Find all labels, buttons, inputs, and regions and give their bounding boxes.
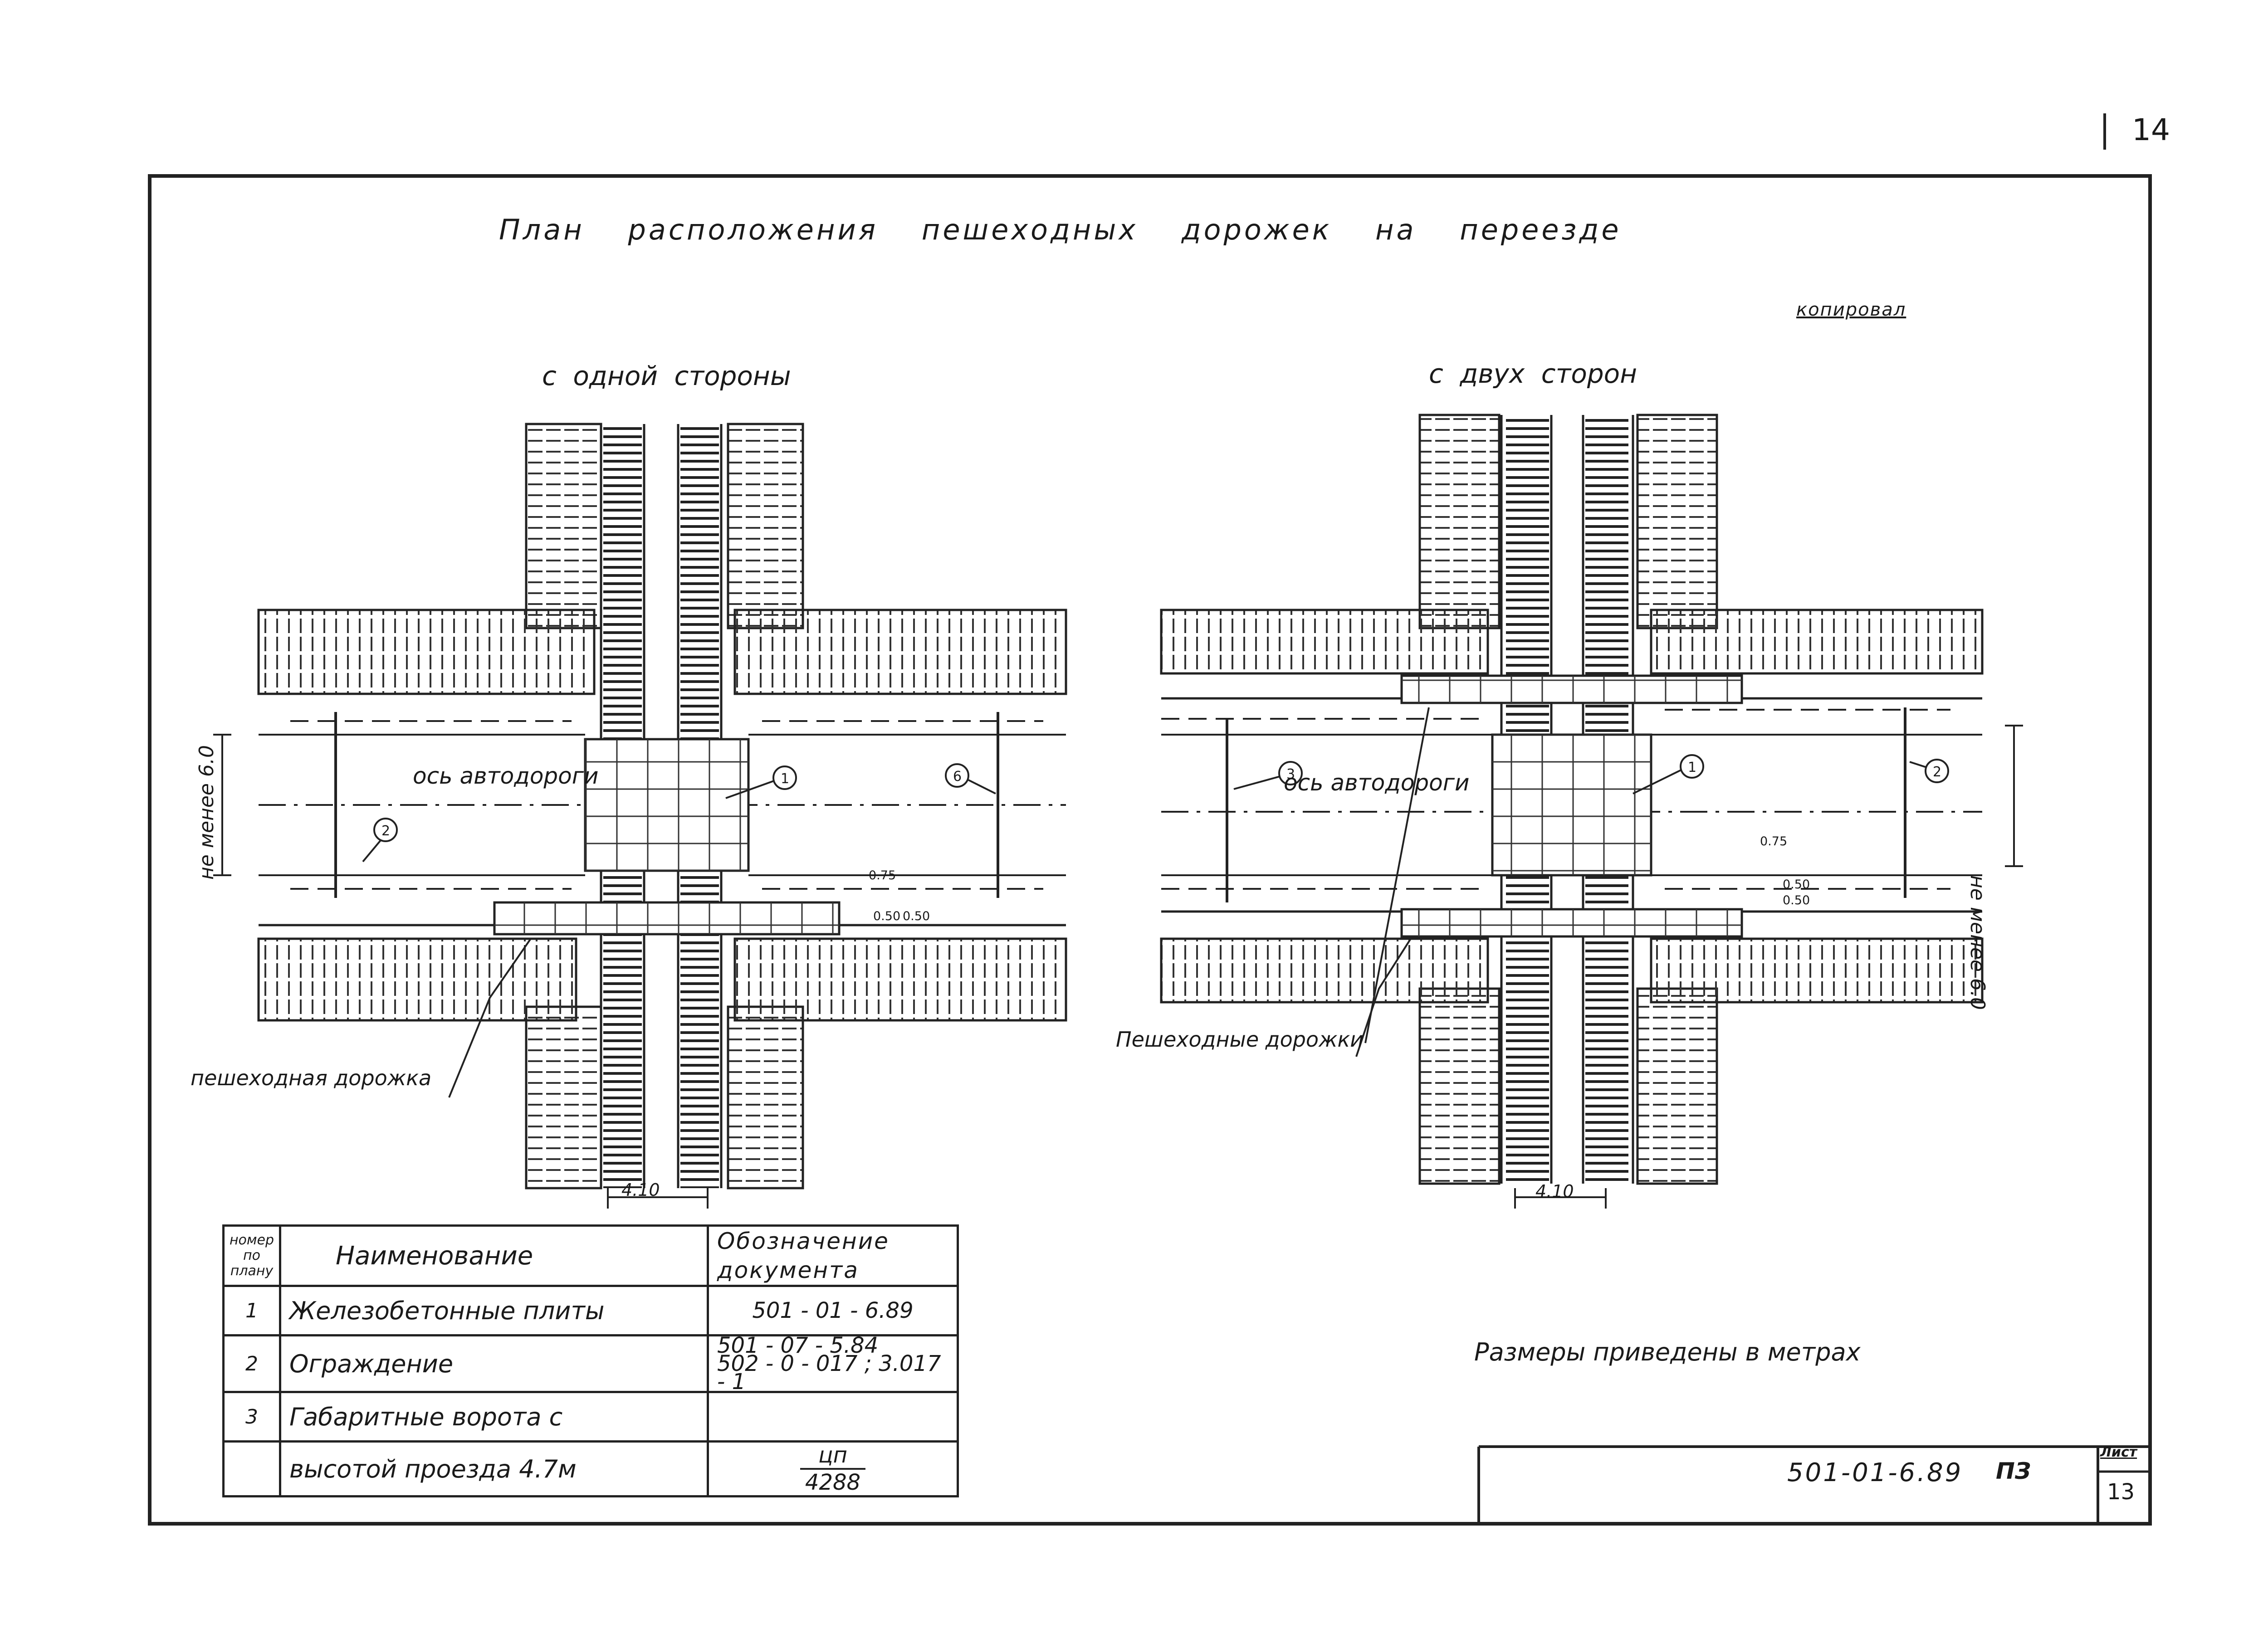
row-number (222, 1440, 281, 1497)
left-dim-075: 0.75 (869, 868, 896, 882)
right-marker-1-label: 1 (1688, 760, 1697, 775)
left-plan (213, 423, 1067, 1209)
row-number: 1 (222, 1285, 281, 1336)
table-header-row: номер по плану Наименование Обозначение … (222, 1224, 959, 1287)
table-row: 3 Габаритные ворота с (222, 1391, 959, 1443)
right-width-label: не менее 6.0 (1966, 875, 1989, 1010)
table-row: высотой проезда 4.7м цп 4288 (222, 1440, 959, 1497)
row-name: Габаритные ворота с (279, 1391, 709, 1443)
left-dim-050b: 0.50 (903, 909, 930, 923)
right-marker-1 (1633, 754, 1704, 795)
left-marker-6 (945, 763, 996, 795)
document-suffix: ПЗ (1996, 1458, 2031, 1484)
sheet-label: Лист (2100, 1444, 2137, 1460)
row-designation: 501 - 01 - 6.89 (707, 1285, 959, 1336)
row-name: Железобетонные плиты (279, 1285, 709, 1336)
left-axis-label: ось автодороги (413, 763, 599, 789)
specification-table: номер по плану Наименование Обозначение … (222, 1224, 959, 1497)
left-track-width: 4.10 (621, 1180, 660, 1200)
fraction-numerator: цп (800, 1443, 866, 1470)
row-designation-text: 501 - 01 - 6.89 (752, 1298, 914, 1323)
left-width-label: не менее 6.0 (195, 745, 218, 880)
document-code: 501-01-6.89 (1787, 1458, 1963, 1487)
right-dim-050b: 0.50 (1783, 893, 1810, 907)
right-marker-3-label: 3 (1286, 766, 1295, 782)
copy-stamp: копировал (1796, 299, 1906, 320)
left-walkway-callout: пешеходная дорожка (191, 1066, 432, 1090)
left-marker-2-label: 2 (381, 823, 391, 839)
row-number: 2 (222, 1334, 281, 1393)
row-designation-line2: 502 - 0 - 017 ; 3.017 - 1 (717, 1351, 941, 1394)
fraction-denominator: 4288 (805, 1470, 861, 1495)
left-plan-subtitle: с одной стороны (542, 361, 791, 391)
sheet-frame (148, 113, 2152, 1526)
header-designation: Обозначение документа (707, 1224, 959, 1287)
table-row: 1 Железобетонные плиты 501 - 01 - 6.89 (222, 1285, 959, 1336)
right-marker-2-label: 2 (1933, 764, 1942, 780)
right-marker-2 (1909, 759, 1949, 783)
row-name: Ограждение (279, 1334, 709, 1393)
right-dim-050a: 0.50 (1783, 878, 1810, 892)
left-marker-6-label: 6 (953, 769, 962, 785)
row-designation: цп 4288 (707, 1440, 959, 1497)
right-axis-label: ось автодороги (1284, 770, 1470, 796)
right-marker-3 (1233, 761, 1303, 790)
row-name: высотой проезда 4.7м (279, 1440, 709, 1497)
right-plan (1160, 414, 2023, 1209)
right-track-width: 4.10 (1535, 1181, 1574, 1201)
row-designation: 501 - 07 - 5.84 502 - 0 - 017 ; 3.017 - … (707, 1333, 959, 1394)
right-plan-subtitle: с двух сторон (1429, 358, 1637, 389)
row-designation-line1: 501 - 07 - 5.84 (717, 1333, 879, 1358)
dimensions-note: Размеры приведены в метрах (1474, 1338, 1861, 1366)
row-designation (707, 1391, 959, 1443)
left-marker-2 (362, 818, 398, 863)
left-dim-050a: 0.50 (873, 909, 901, 923)
designation-fraction: цп 4288 (800, 1443, 866, 1495)
right-walkway-callout: Пешеходные дорожки (1116, 1027, 1364, 1052)
table-row: 2 Ограждение 501 - 07 - 5.84 502 - 0 - 0… (222, 1333, 959, 1394)
header-number: номер по плану (222, 1224, 281, 1287)
left-marker-1 (725, 765, 797, 799)
sheet-number: 13 (2107, 1479, 2135, 1505)
header-name: Наименование (279, 1224, 709, 1287)
left-marker-1-label: 1 (781, 771, 790, 787)
drawing-title: План расположения пешеходных дорожек на … (499, 213, 1622, 246)
page-number: 14 (2132, 112, 2170, 147)
row-number: 3 (222, 1391, 281, 1443)
right-dim-075: 0.75 (1760, 834, 1788, 848)
